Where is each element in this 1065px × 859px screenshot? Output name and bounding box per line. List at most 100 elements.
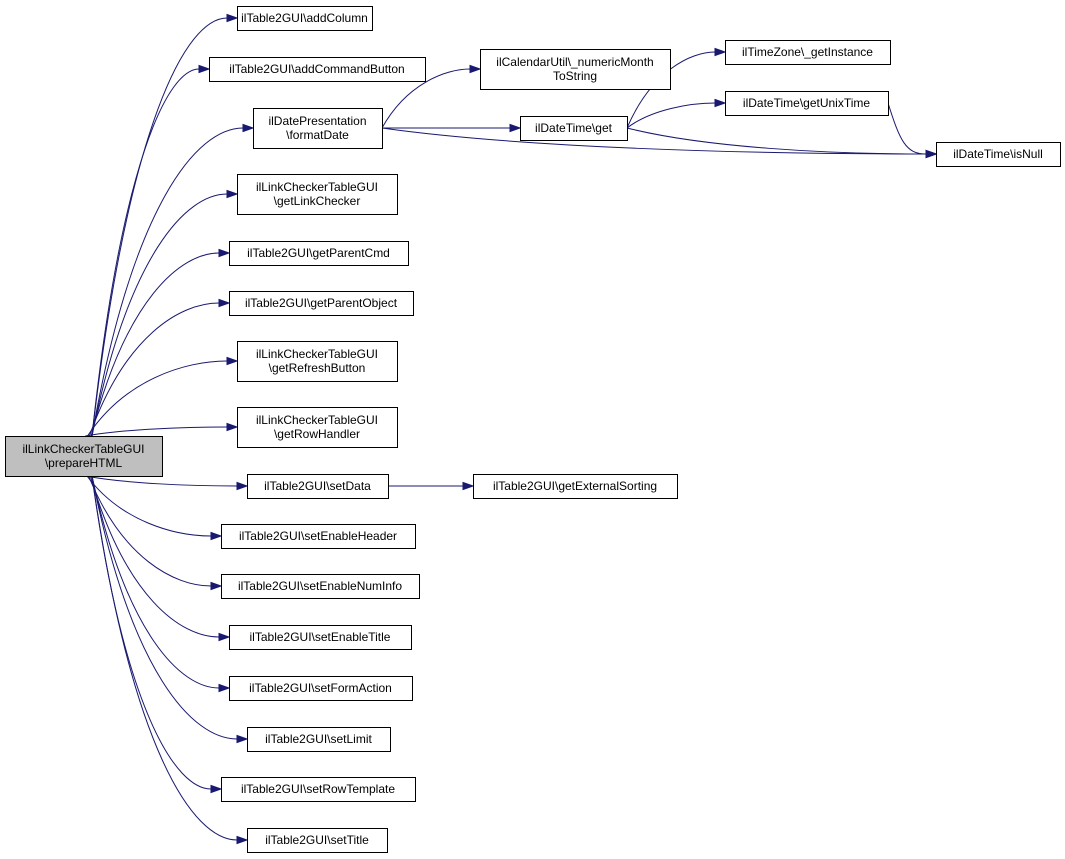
node-setEnableHeader[interactable]: ilTable2GUI\setEnableHeader xyxy=(221,524,416,549)
node-getRefreshButton[interactable]: ilLinkCheckerTableGUI\getRefreshButton xyxy=(237,341,398,382)
node-label: ilTable2GUI\setEnableTitle xyxy=(250,630,391,644)
node-label: ilTable2GUI\setData xyxy=(264,479,371,493)
edge-line xyxy=(91,475,220,689)
edge-arrowhead xyxy=(462,481,475,491)
node-getParentObject[interactable]: ilTable2GUI\getParentObject xyxy=(229,291,414,316)
node-box[interactable] xyxy=(237,174,398,215)
node-box[interactable] xyxy=(247,828,388,853)
node-setRowTemplate[interactable]: ilTable2GUI\setRowTemplate xyxy=(221,777,416,802)
edge-root-to-setLimit xyxy=(91,475,249,744)
node-box[interactable] xyxy=(229,625,412,650)
node-getUnixTime[interactable]: ilDateTime\getUnixTime xyxy=(725,91,889,116)
edge-arrowhead xyxy=(218,683,231,693)
edge-arrowhead xyxy=(198,64,211,74)
node-label: ilLinkCheckerTableGUI xyxy=(22,442,144,456)
node-label: \formatDate xyxy=(286,128,349,142)
node-label: \getRefreshButton xyxy=(269,361,366,375)
edge-line xyxy=(91,17,228,437)
node-getExternalSorting[interactable]: ilTable2GUI\getExternalSorting xyxy=(473,474,678,499)
node-isNull[interactable]: ilDateTime\isNull xyxy=(936,142,1061,167)
node-setTitle[interactable]: ilTable2GUI\setTitle xyxy=(247,828,388,853)
edge-line xyxy=(85,475,238,487)
node-label: ilTable2GUI\getParentCmd xyxy=(247,246,390,260)
edge-arrowhead xyxy=(236,835,249,845)
edge-arrowhead xyxy=(242,123,255,133)
node-getInstance[interactable]: ilTimeZone\_getInstance xyxy=(725,40,891,65)
edges-layer xyxy=(85,13,938,845)
node-box[interactable] xyxy=(209,57,426,82)
edge-line xyxy=(626,102,716,129)
node-box[interactable] xyxy=(473,474,678,499)
edge-arrowhead xyxy=(210,581,223,591)
node-label: ilDateTime\get xyxy=(535,121,613,135)
node-box[interactable] xyxy=(221,574,420,599)
node-box[interactable] xyxy=(237,341,398,382)
edge-root-to-addColumn xyxy=(91,13,239,437)
edge-arrowhead xyxy=(210,531,223,541)
edge-dtGet-to-getInstance xyxy=(626,47,727,129)
edge-line xyxy=(626,51,716,129)
node-label: ilTable2GUI\setFormAction xyxy=(249,681,392,695)
edge-line xyxy=(88,302,220,437)
edge-formatDate-to-numericMonth xyxy=(381,64,482,129)
node-box[interactable] xyxy=(229,241,409,266)
edge-root-to-setEnableTitle xyxy=(89,475,231,642)
edge-formatDate-to-dtGet xyxy=(381,123,522,133)
node-box[interactable] xyxy=(5,436,163,477)
node-setFormAction[interactable]: ilTable2GUI\setFormAction xyxy=(229,676,413,701)
node-label: ilTimeZone\_getInstance xyxy=(742,45,873,59)
edge-line xyxy=(91,475,238,740)
node-box[interactable] xyxy=(520,116,628,141)
edge-line xyxy=(626,127,927,155)
node-label: \getLinkChecker xyxy=(274,194,361,208)
node-dtGet[interactable]: ilDateTime\get xyxy=(520,116,628,141)
edge-arrowhead xyxy=(226,356,239,366)
node-addColumn[interactable]: ilTable2GUI\addColumn xyxy=(237,6,373,31)
node-label: ilTable2GUI\addColumn xyxy=(241,11,368,25)
node-box[interactable] xyxy=(725,91,889,116)
node-box[interactable] xyxy=(221,524,416,549)
edge-line xyxy=(85,426,228,437)
edge-arrowhead xyxy=(236,734,249,744)
node-box[interactable] xyxy=(229,676,413,701)
edge-arrowhead xyxy=(714,47,727,57)
edge-arrowhead xyxy=(925,149,938,159)
node-setEnableNumInfo[interactable]: ilTable2GUI\setEnableNumInfo xyxy=(221,574,420,599)
node-getRowHandler[interactable]: ilLinkCheckerTableGUI\getRowHandler xyxy=(237,407,398,448)
node-label: ilTable2GUI\getExternalSorting xyxy=(493,479,657,493)
edge-getUnixTime-to-isNull xyxy=(887,102,938,159)
node-box[interactable] xyxy=(221,777,416,802)
edge-line xyxy=(91,68,200,437)
node-setLimit[interactable]: ilTable2GUI\setLimit xyxy=(247,727,391,752)
node-setEnableTitle[interactable]: ilTable2GUI\setEnableTitle xyxy=(229,625,412,650)
node-addCommandButton[interactable]: ilTable2GUI\addCommandButton xyxy=(209,57,426,82)
node-setData[interactable]: ilTable2GUI\setData xyxy=(247,474,389,499)
node-getParentCmd[interactable]: ilTable2GUI\getParentCmd xyxy=(229,241,409,266)
node-label: ToString xyxy=(553,69,597,83)
node-label: \prepareHTML xyxy=(45,456,123,470)
edge-root-to-setFormAction xyxy=(91,475,231,693)
node-formatDate[interactable]: ilDatePresentation\formatDate xyxy=(253,108,383,149)
node-box[interactable] xyxy=(253,108,383,149)
node-box[interactable] xyxy=(936,142,1061,167)
node-box[interactable] xyxy=(237,407,398,448)
edge-line xyxy=(381,68,471,129)
node-box[interactable] xyxy=(725,40,891,65)
node-box[interactable] xyxy=(247,474,389,499)
edge-root-to-getRefreshButton xyxy=(87,356,239,437)
node-box[interactable] xyxy=(237,6,373,31)
node-root[interactable]: ilLinkCheckerTableGUI\prepareHTML xyxy=(5,436,163,477)
node-box[interactable] xyxy=(247,727,391,752)
node-box[interactable] xyxy=(229,291,414,316)
node-label: ilTable2GUI\addCommandButton xyxy=(229,62,404,76)
edge-arrowhead xyxy=(236,481,249,491)
edge-line xyxy=(90,252,220,437)
node-label: ilLinkCheckerTableGUI xyxy=(256,180,378,194)
node-getLinkChecker[interactable]: ilLinkCheckerTableGUI\getLinkChecker xyxy=(237,174,398,215)
node-label: ilDateTime\isNull xyxy=(953,147,1043,161)
node-label: ilDatePresentation xyxy=(268,114,366,128)
edge-line xyxy=(887,102,927,155)
node-box[interactable] xyxy=(480,49,671,90)
